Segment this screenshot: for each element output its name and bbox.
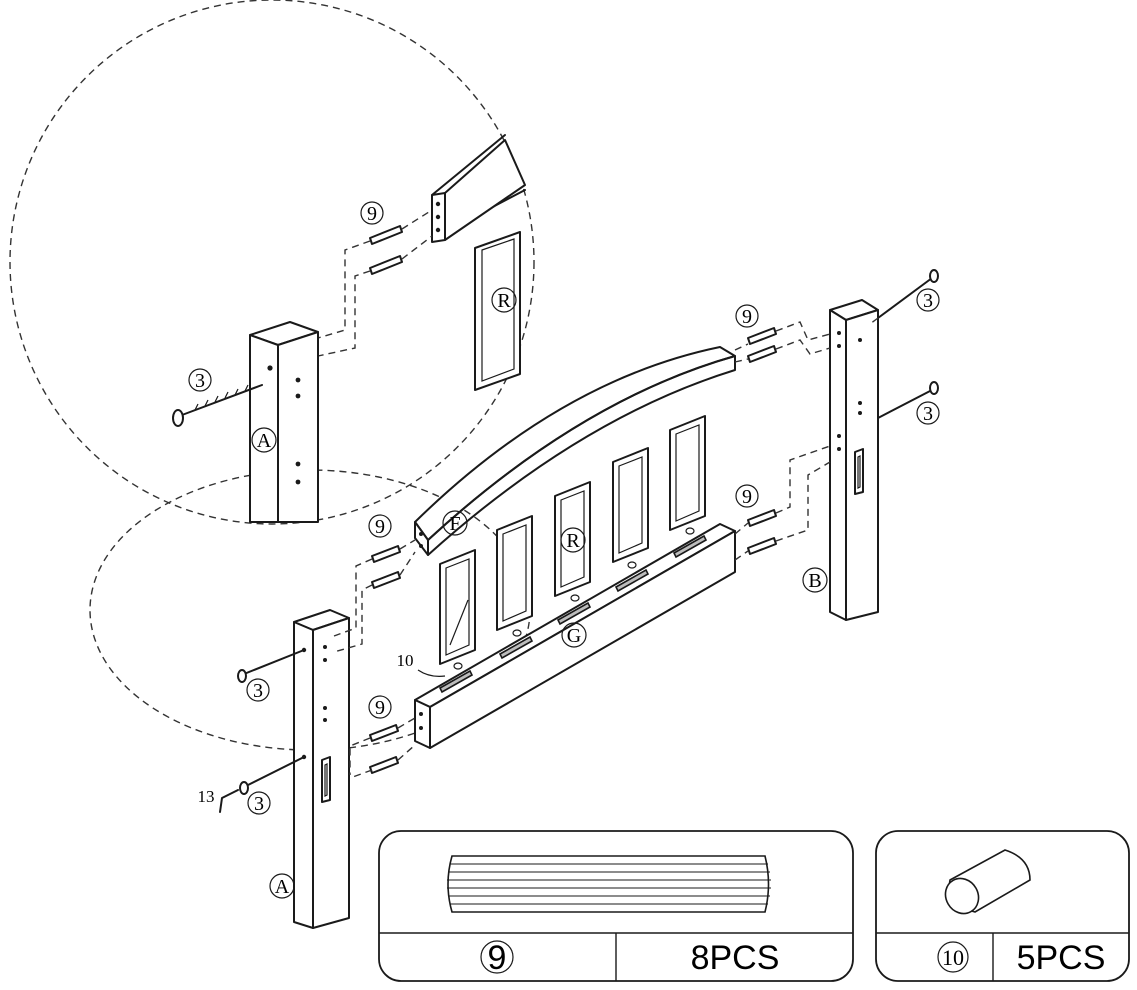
detail-magnifier: 9 3 A R	[9, 0, 535, 751]
label-post-b: B	[808, 570, 821, 592]
slats-r	[417, 415, 706, 677]
parts-number-10: 10	[942, 945, 964, 970]
label-post-a-detail: A	[257, 430, 272, 452]
callout-dowel-9-top-right: 9	[742, 306, 752, 328]
detail-dowels	[317, 209, 433, 357]
callout-bolt-3-detail: 3	[195, 370, 205, 392]
callout-dowel-9-bottom-left: 9	[375, 697, 385, 719]
callout-dowel-9-detail: 9	[367, 203, 377, 225]
parts-box-dowel-10: 10 5PCS	[875, 830, 1130, 982]
parts-number-9: 9	[488, 939, 507, 977]
dowel-9-illustration	[447, 855, 771, 913]
slat-3	[554, 481, 591, 597]
small-dowels-10	[417, 527, 695, 677]
parts-quantity-9: 8PCS	[691, 939, 780, 977]
dowel-10-illustration	[944, 849, 1031, 915]
post-a-front	[293, 609, 350, 929]
post-b	[829, 299, 879, 621]
label-bottom-rail-g: G	[567, 625, 581, 647]
callout-dowel-9-mid-right: 9	[742, 486, 752, 508]
label-top-rail-f: F	[449, 513, 460, 535]
callout-bolt-3-left-bottom: 3	[254, 793, 264, 815]
label-slat-detail: R	[497, 290, 511, 312]
slat-5	[669, 415, 706, 531]
dowels-9-main	[333, 321, 831, 779]
bottom-rail-g	[414, 523, 736, 749]
label-slat-main: R	[566, 530, 580, 552]
slat-1	[439, 549, 476, 665]
parts-box-dowel-9: 9 8PCS	[378, 830, 854, 982]
bolts-3-main	[237, 269, 939, 795]
detail-post-a	[249, 321, 319, 523]
parts-quantity-10: 5PCS	[1017, 939, 1106, 977]
callout-wrench-13: 13	[198, 787, 215, 806]
detail-circle-outline	[9, 0, 535, 525]
label-post-a-front: A	[275, 876, 290, 898]
slat-4	[612, 447, 649, 563]
detail-slat	[474, 231, 521, 391]
callout-dowel-9-top-left: 9	[375, 516, 385, 538]
slat-2	[496, 515, 533, 631]
detail-bolt	[172, 384, 263, 427]
callout-bolt-3-left-top: 3	[253, 680, 263, 702]
callout-dowel-10: 10	[397, 651, 414, 670]
hex-wrench-13	[219, 789, 239, 813]
top-rail-f	[414, 346, 736, 556]
detail-rail-end	[431, 134, 526, 243]
callout-bolt-3-right-top: 3	[923, 290, 933, 312]
callout-bolt-3-right-mid: 3	[923, 403, 933, 425]
